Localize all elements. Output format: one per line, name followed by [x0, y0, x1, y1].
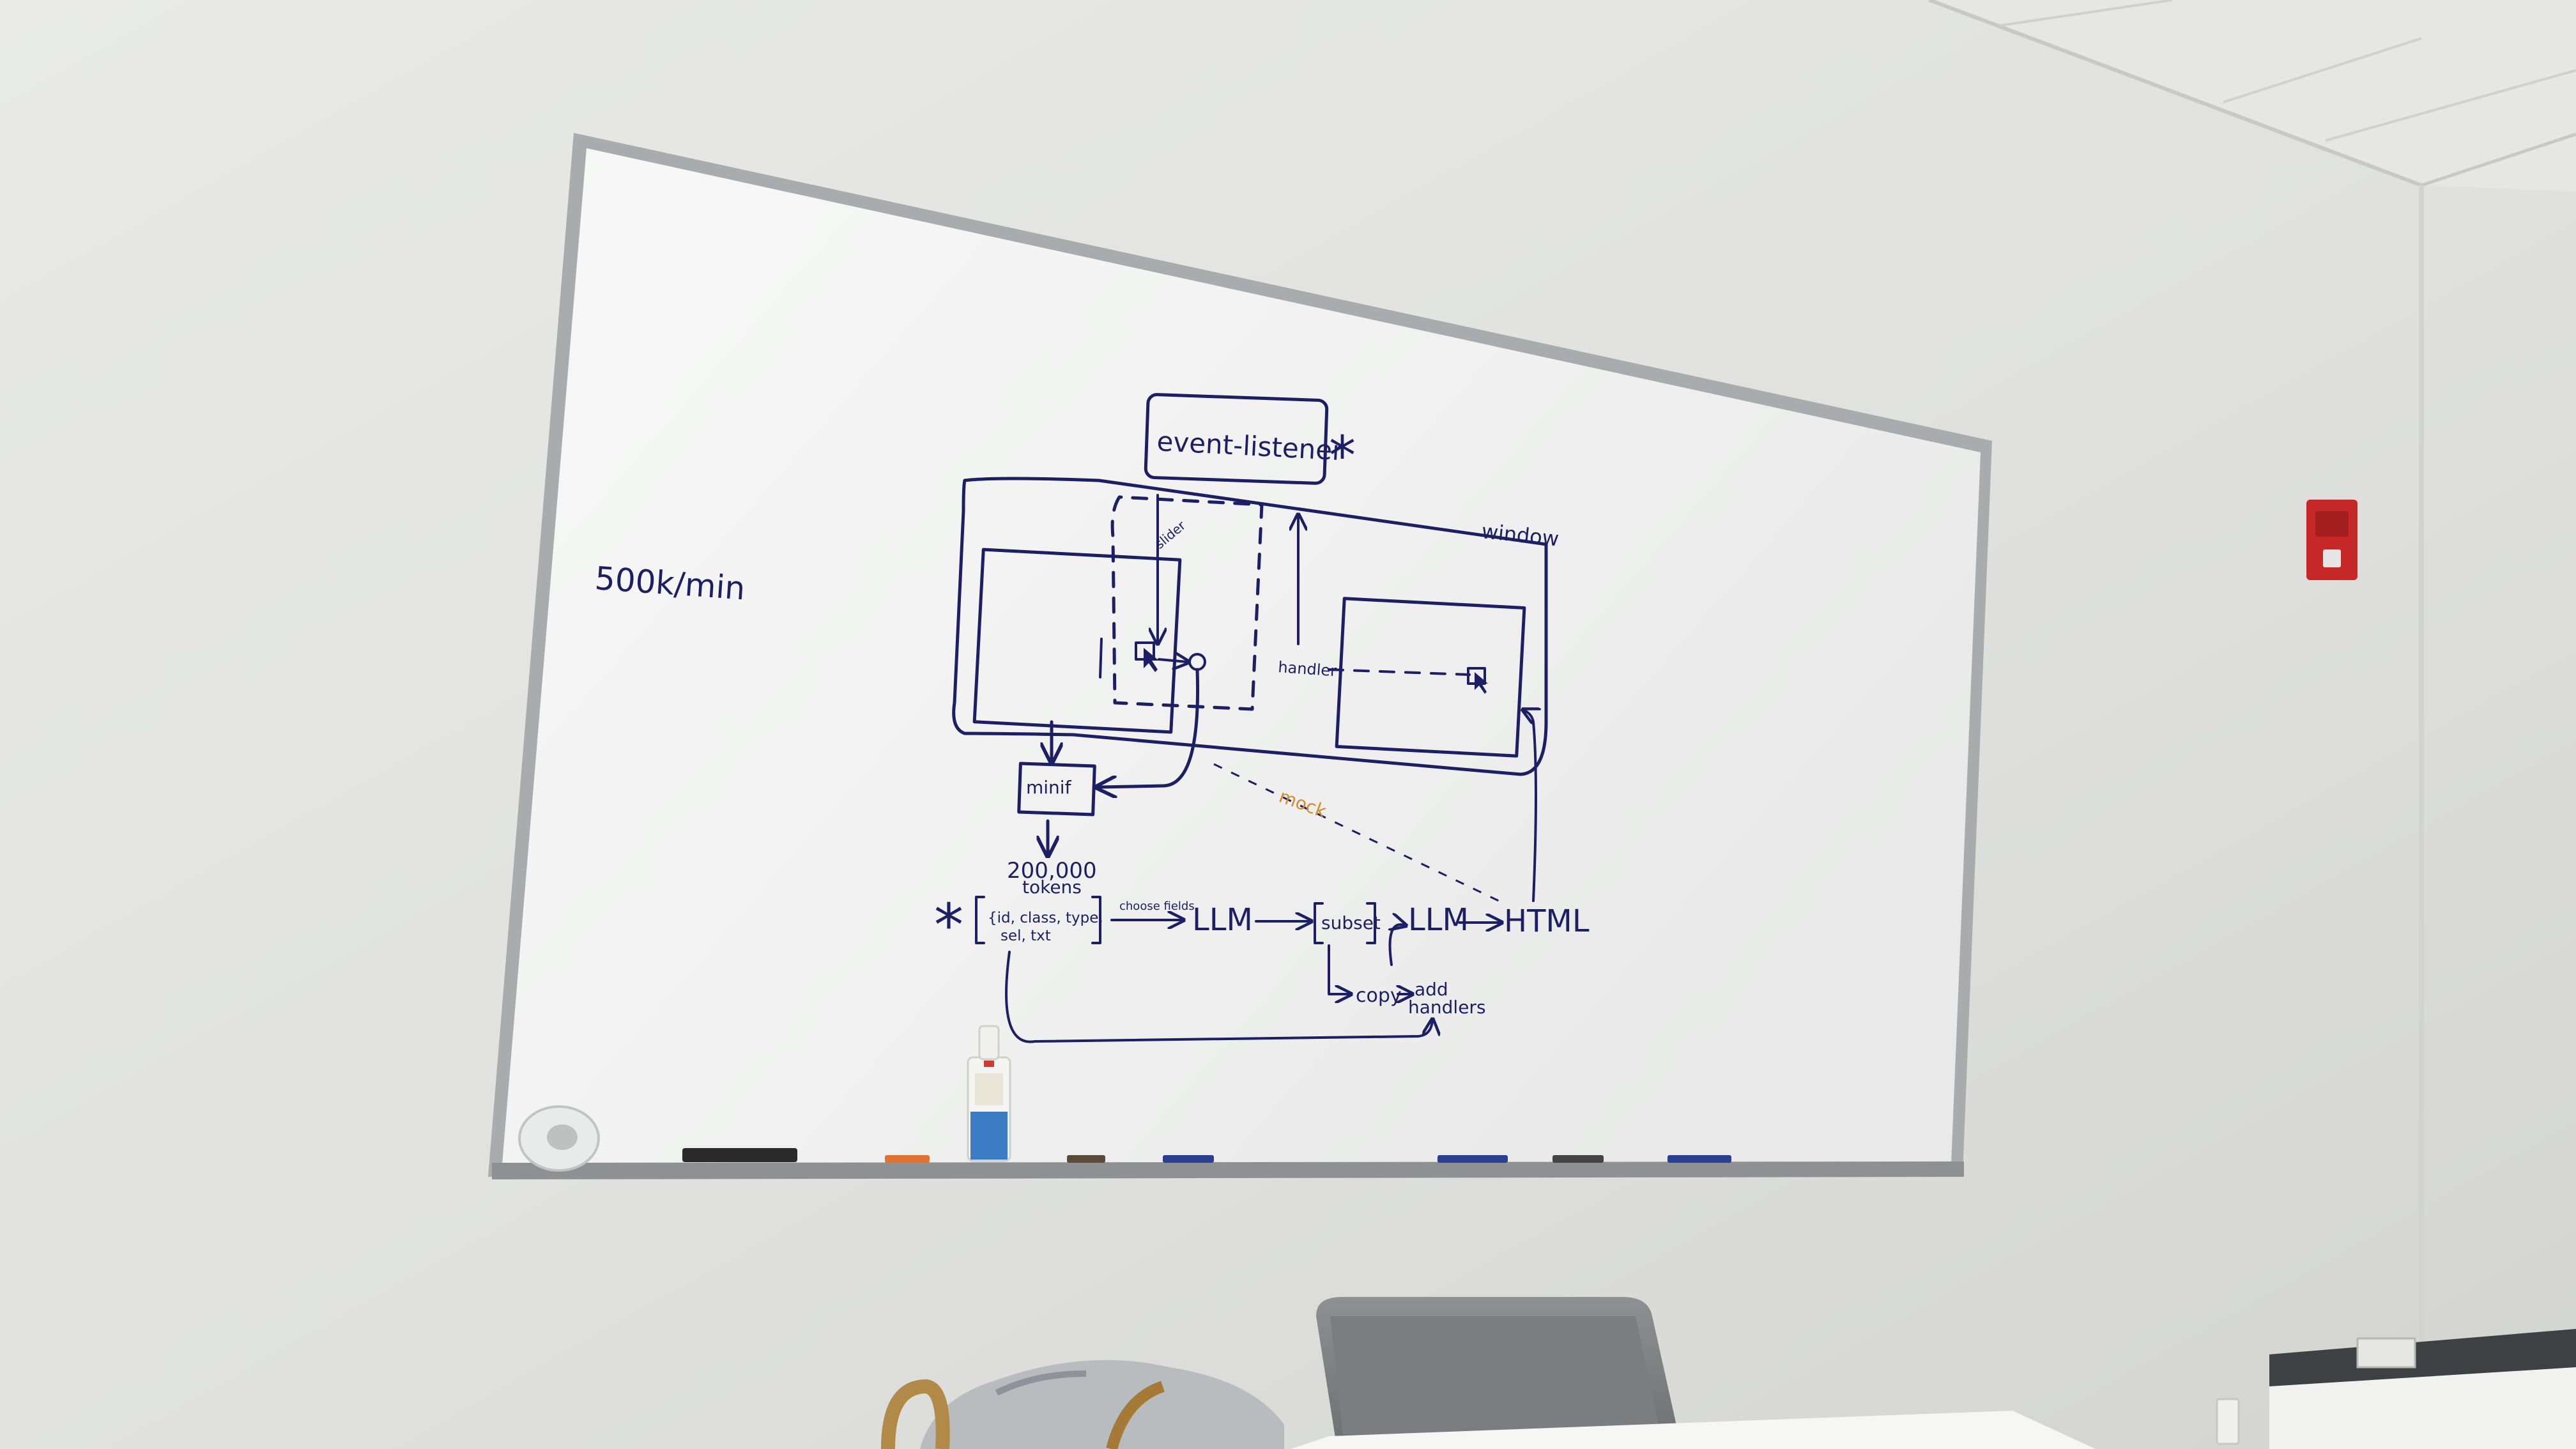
llm-first: LLM [1192, 902, 1253, 938]
chair [1316, 1297, 1678, 1438]
slider-overlay [1110, 495, 1264, 711]
fields-bracket-left [975, 896, 985, 944]
mock-line [1213, 763, 1502, 903]
fire-alarm [2306, 500, 2358, 580]
markers [682, 1148, 1731, 1163]
minif-label: minif [1026, 777, 1072, 798]
right-panel [1335, 597, 1526, 758]
side-counter [2269, 1329, 2576, 1449]
tape-dispenser [518, 1105, 600, 1172]
cursor-right-icon [1467, 667, 1488, 694]
html-output: HTML [1504, 903, 1590, 939]
table [1291, 1411, 2096, 1449]
event-listener-star: * [1329, 424, 1356, 487]
cleaner-bottle [967, 1025, 1011, 1162]
choose-fields-label: choose fields [1119, 900, 1195, 913]
backpack [881, 1360, 1284, 1449]
bottom-arc [1005, 951, 1432, 1043]
handler-label: handler [1278, 658, 1338, 680]
fields-line2: sel, txt [1000, 928, 1051, 944]
add-label: add [1414, 979, 1448, 1000]
whiteboard-surface [502, 148, 1981, 1164]
marker-tray [492, 1162, 1964, 1179]
token-count: 200,000 [1007, 858, 1097, 884]
fields-line1: {id, class, type, [988, 910, 1103, 926]
cursor-left-icon [1135, 641, 1159, 672]
ceiling [1928, 0, 2576, 192]
token-unit: tokens [1022, 877, 1082, 898]
copy-label: copy [1356, 985, 1402, 1007]
subset-label: subset [1321, 912, 1381, 933]
wall-outlet [2216, 1398, 2240, 1445]
fields-bracket-right [1091, 896, 1101, 944]
llm-second: LLM [1408, 902, 1469, 938]
window-outline [952, 477, 1548, 776]
fields-star: * [934, 891, 963, 960]
left-panel [972, 548, 1182, 734]
handlers-label: handlers [1408, 997, 1486, 1018]
minif-box [1017, 762, 1096, 816]
